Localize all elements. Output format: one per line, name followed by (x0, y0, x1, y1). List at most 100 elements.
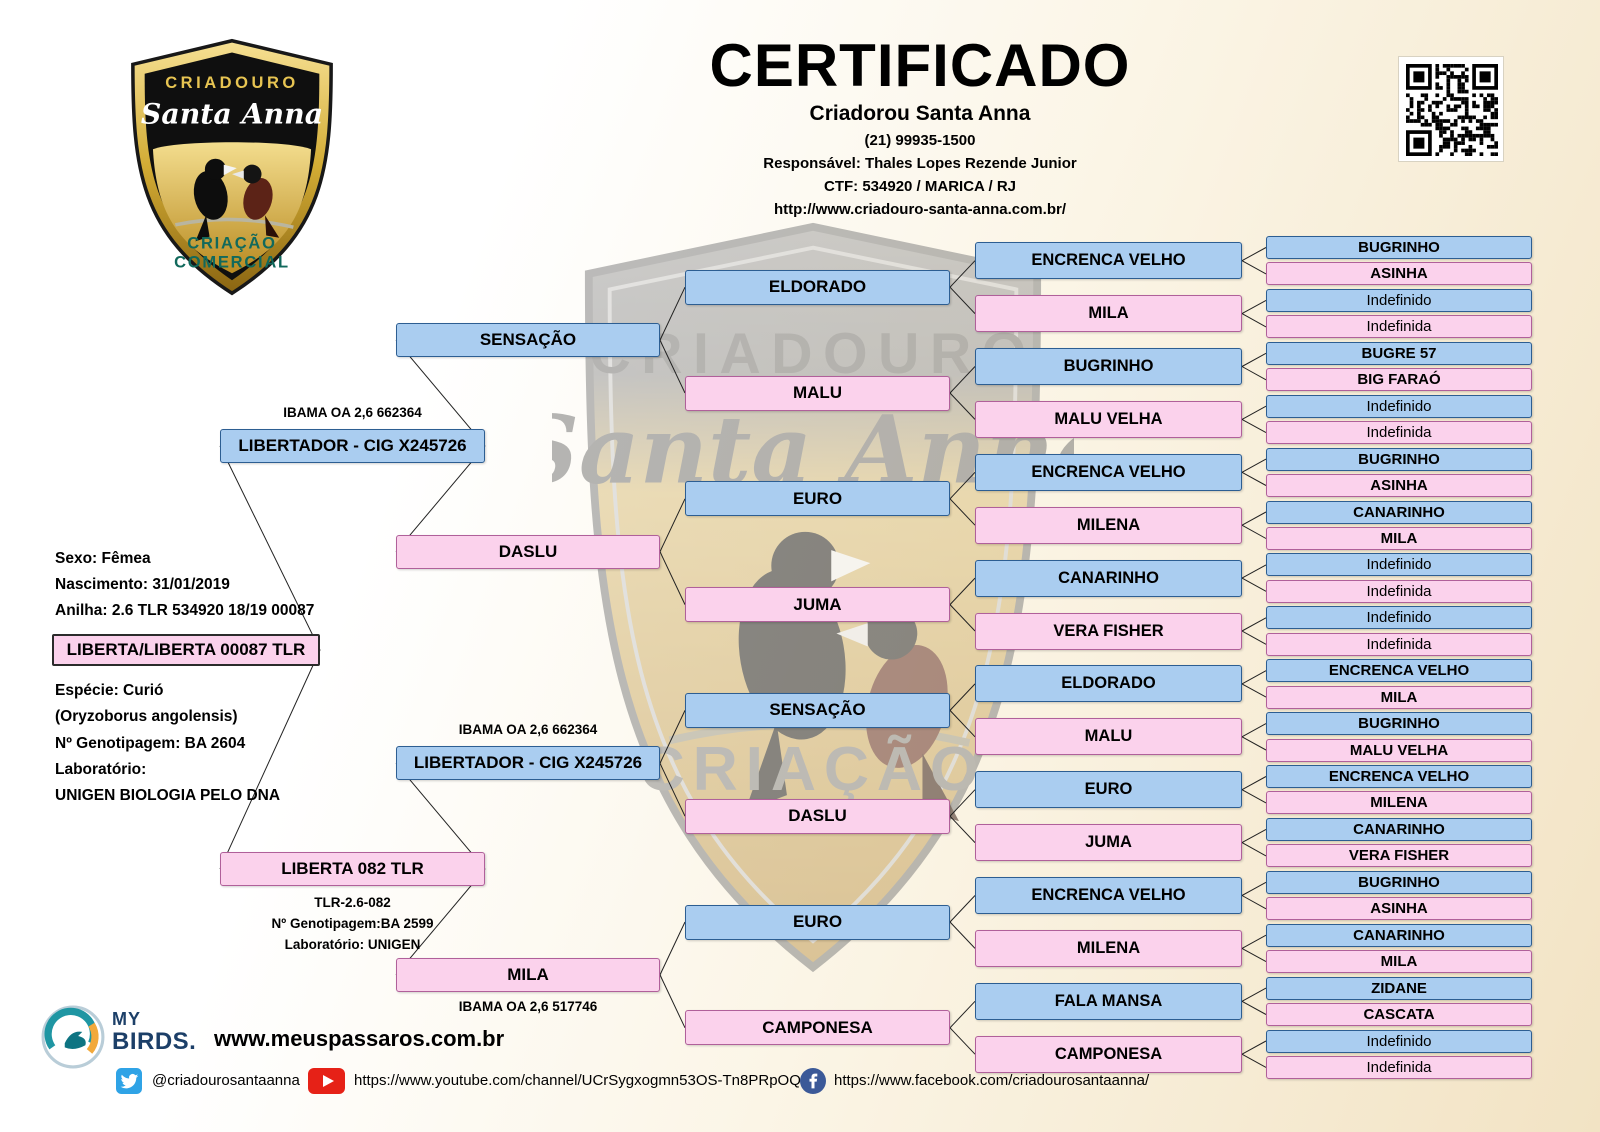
pedigree-node-gen5-22: MILENA (1266, 791, 1532, 815)
twitter-handle[interactable]: @criadourosantaanna (152, 1072, 300, 1089)
pedigree-node-gen4-4: MALU VELHA (975, 400, 1242, 438)
pedigree-node-gen5-1: BUGRINHO (1266, 236, 1532, 259)
pedigree-node-gen5-23: CANARINHO (1266, 817, 1532, 841)
pedigree-node-gen3-1: ELDORADO (685, 269, 950, 305)
logo-script-text: Santa Anna (141, 96, 323, 130)
pedigree-node-gen1-1: LIBERTADOR - CIG X245726 (220, 428, 485, 463)
pedigree-node-gen2-4: MILA (396, 957, 660, 992)
bird-birthdate: Nascimento: 31/01/2019 (55, 576, 230, 593)
breeder-phone: (21) 99935-1500 (864, 132, 976, 149)
mybirds-line2: BIRDS. (112, 1027, 197, 1055)
pedigree-node-gen5-27: CANARINHO (1266, 923, 1532, 947)
pedigree-node-gen5-19: BUGRINHO (1266, 712, 1532, 736)
pedigree-node-gen5-15: Indefinido (1266, 606, 1532, 630)
certificate-header: CERTIFICADO Criadorou Santa Anna (21) 99… (630, 32, 1210, 219)
pedigree-node-gen5-30: CASCATA (1266, 1003, 1532, 1026)
pedigree-node-gen5-31: Indefinido (1266, 1029, 1532, 1053)
pedigree-node-gen5-26: ASINHA (1266, 897, 1532, 921)
pedigree-node-gen5-7: Indefinido (1266, 394, 1532, 418)
mybirds-wordmark: MY BIRDS. (112, 1010, 196, 1054)
youtube-icon[interactable] (308, 1068, 345, 1099)
pedigree-node-gen5-12: MILA (1266, 527, 1532, 550)
facebook-icon[interactable] (800, 1068, 826, 1099)
breeder-website[interactable]: http://www.criadouro-santa-anna.com.br/ (774, 201, 1066, 218)
meuspassaros-link[interactable]: www.meuspassaros.com.br (214, 1026, 505, 1051)
pedigree-node-gen4-9: ELDORADO (975, 665, 1242, 703)
pedigree-node-gen5-25: BUGRINHO (1266, 870, 1532, 894)
ibama-annotation-father: IBAMA OA 2,6 662364 (283, 404, 422, 420)
pedigree-node-gen5-20: MALU VELHA (1266, 738, 1532, 762)
pedigree-node-gen2-2: DASLU (396, 534, 660, 569)
twitter-icon[interactable] (116, 1068, 142, 1099)
pedigree-node-gen4-1: ENCRENCA VELHO (975, 242, 1242, 280)
pedigree-node-gen5-5: BUGRE 57 (1266, 341, 1532, 365)
bird-genotyping: Nº Genotipagem: BA 2604 (55, 735, 246, 752)
pedigree-node-gen5-9: BUGRINHO (1266, 447, 1532, 471)
breeder-responsible: Responsável: Thales Lopes Rezende Junior (763, 155, 1077, 172)
pedigree-node-gen4-6: MILENA (975, 506, 1242, 544)
youtube-link[interactable]: https://www.youtube.com/channel/UCrSygxo… (354, 1072, 801, 1089)
branch-shape (174, 217, 294, 229)
ibama-annotation-grandfather: IBAMA OA 2,6 662364 (458, 722, 598, 738)
bird-species: Espécie: Curió (55, 682, 164, 699)
watermark-bottom-text: CRIAÇÃO (640, 733, 987, 804)
pedigree-node-gen4-14: MILENA (975, 929, 1242, 967)
mother-annotations: TLR-2.6-082 Nº Genotipagem:BA 2599 Labor… (220, 892, 485, 955)
pedigree-node-gen5-17: ENCRENCA VELHO (1266, 659, 1532, 683)
qr-code (1398, 56, 1504, 162)
logo-top-text: CRIADOURO (165, 74, 299, 92)
pedigree-node-gen3-2: MALU (685, 375, 950, 411)
pedigree-node-gen4-10: MALU (975, 718, 1242, 756)
pedigree-node-gen3-3: EURO (685, 481, 950, 517)
pedigree-node-gen3-6: DASLU (685, 798, 950, 834)
ibama-annotation-grandmother: IBAMA OA 2,6 517746 (458, 998, 598, 1014)
pedigree-node-gen5-14: Indefinida (1266, 579, 1532, 603)
pedigree-node-gen5-29: ZIDANE (1266, 976, 1532, 1000)
pedigree-node-gen5-16: Indefinida (1266, 632, 1532, 656)
pedigree-node-gen4-15: FALA MANSA (975, 982, 1242, 1020)
facebook-link[interactable]: https://www.facebook.com/criadourosantaa… (834, 1072, 1150, 1089)
pedigree-node-gen5-10: ASINHA (1266, 474, 1532, 497)
pedigree-node-gen4-5: ENCRENCA VELHO (975, 453, 1242, 491)
pedigree-node-gen2-3: LIBERTADOR - CIG X245726 (396, 746, 660, 781)
breeder-name: Criadorou Santa Anna (809, 102, 1031, 125)
pedigree-node-gen5-3: Indefinido (1266, 288, 1532, 312)
pedigree-node-gen3-5: SENSAÇÃO (685, 692, 950, 728)
pedigree-node-gen3-7: EURO (685, 904, 950, 940)
pedigree-node-gen5-32: Indefinida (1266, 1055, 1532, 1079)
pedigree-node-gen4-12: JUMA (975, 824, 1242, 862)
pedigree-node-gen4-11: EURO (975, 771, 1242, 809)
certificate-title: CERTIFICADO (709, 32, 1131, 99)
pedigree-node-gen4-3: BUGRINHO (975, 348, 1242, 385)
pedigree-node-gen4-16: CAMPONESA (975, 1035, 1242, 1073)
pedigree-node-gen3-8: CAMPONESA (685, 1010, 950, 1046)
logo-bottom-text-2: COMERCIAL (174, 253, 290, 271)
logo-bottom-text-1: CRIAÇÃO (187, 232, 276, 252)
logo-bird-black (193, 158, 237, 242)
mother-lab: Laboratório: UNIGEN (284, 937, 421, 953)
watermark-top-text: CRIADOURO (589, 322, 1036, 386)
bird-ring: Anilha: 2.6 TLR 534920 18/19 00087 (55, 602, 315, 619)
mybirds-line1: MY (112, 1009, 141, 1029)
logo-bird-brown (232, 164, 280, 238)
breeder-logo: CRIADOURO Santa Anna CRIAÇÃO COMERCIAL (131, 38, 333, 296)
mother-genotyping: Nº Genotipagem:BA 2599 (271, 916, 434, 932)
subject-name-box: LIBERTA/LIBERTA 00087 TLR (52, 634, 320, 666)
pedigree-node-gen4-13: ENCRENCA VELHO (975, 877, 1242, 914)
pedigree-node-gen4-7: CANARINHO (975, 559, 1242, 597)
pedigree-node-gen5-13: Indefinido (1266, 553, 1532, 577)
bird-species-latin: (Oryzoborus angolensis) (55, 708, 238, 725)
bird-lab-name: UNIGEN BIOLOGIA PELO DNA (55, 787, 281, 804)
breeder-ctf: CTF: 534920 / MARICA / RJ (824, 178, 1016, 195)
pedigree-node-gen5-21: ENCRENCA VELHO (1266, 765, 1532, 788)
mother-ring: TLR-2.6-082 (314, 895, 391, 911)
pedigree-node-gen5-4: Indefinida (1266, 315, 1532, 339)
pedigree-node-gen2-1: SENSAÇÃO (396, 323, 660, 358)
mybirds-logo (41, 1005, 105, 1069)
pedigree-node-gen4-2: MILA (975, 295, 1242, 333)
pedigree-node-gen5-18: MILA (1266, 685, 1532, 709)
pedigree-node-gen5-11: CANARINHO (1266, 500, 1532, 524)
pedigree-node-gen1-2: LIBERTA 082 TLR (220, 852, 485, 887)
